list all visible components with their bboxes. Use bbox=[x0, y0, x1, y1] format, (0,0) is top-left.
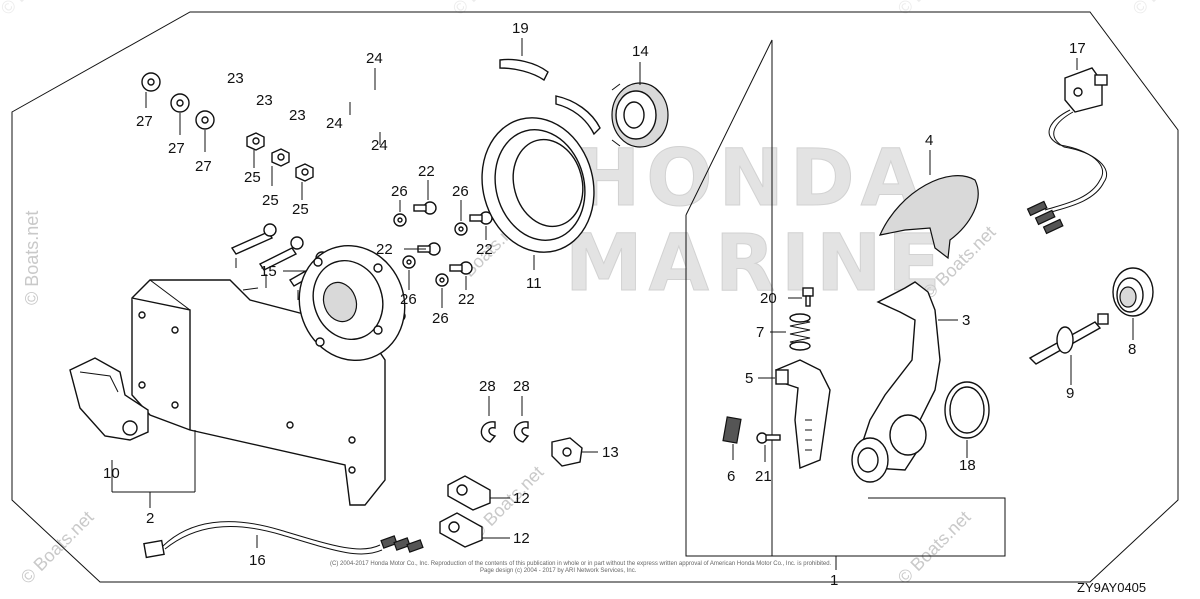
site-watermark-side: © Boats.net bbox=[22, 211, 42, 305]
callout-7: 7 bbox=[756, 324, 764, 341]
part-18-ring bbox=[944, 381, 990, 439]
callout-13: 13 bbox=[602, 444, 619, 461]
honda-marine-watermark: HONDA MARINE bbox=[565, 134, 947, 310]
part-28-clips bbox=[480, 421, 530, 443]
callout-25-c: 25 bbox=[292, 201, 309, 218]
part-12-links bbox=[439, 475, 491, 548]
callout-1: 1 bbox=[830, 572, 838, 589]
site-watermark-top-left: © Boats.net bbox=[0, 0, 78, 19]
callout-25-b: 25 bbox=[262, 192, 279, 209]
part-5-link bbox=[775, 359, 831, 469]
part-21-screw bbox=[756, 432, 781, 444]
callout-26-a: 26 bbox=[391, 183, 408, 200]
callout-26-b: 26 bbox=[452, 183, 469, 200]
callout-5: 5 bbox=[745, 370, 753, 387]
page-design-notice: Page design (c) 2004 - 2017 by ARI Netwo… bbox=[480, 568, 637, 574]
callout-26-c: 26 bbox=[400, 291, 417, 308]
part-9-shaft bbox=[1028, 313, 1109, 365]
callout-27-a: 27 bbox=[136, 113, 153, 130]
callout-6: 6 bbox=[727, 468, 735, 485]
part-17-switch bbox=[1026, 67, 1108, 235]
callout-12-lower: 12 bbox=[513, 530, 530, 547]
callout-2: 2 bbox=[146, 510, 154, 527]
part-10-panel bbox=[69, 357, 149, 441]
callout-23-a: 23 bbox=[227, 70, 244, 87]
callout-28-b: 28 bbox=[513, 378, 530, 395]
brand-watermark-marine: MARINE bbox=[565, 219, 947, 309]
callout-16: 16 bbox=[249, 552, 266, 569]
part-7-spring bbox=[789, 313, 811, 351]
callout-8: 8 bbox=[1128, 341, 1136, 358]
part-15-hub-plate bbox=[298, 244, 406, 362]
callout-24-b: 24 bbox=[326, 115, 343, 132]
callout-3: 3 bbox=[962, 312, 970, 329]
callout-17: 17 bbox=[1069, 40, 1086, 57]
callout-10: 10 bbox=[103, 465, 120, 482]
diagram-code: ZY9AY0405 bbox=[1077, 580, 1146, 595]
part-13-block bbox=[551, 437, 583, 467]
callout-9: 9 bbox=[1066, 385, 1074, 402]
callout-23-c: 23 bbox=[289, 107, 306, 124]
callout-24-c: 24 bbox=[371, 137, 388, 154]
part-25-nuts bbox=[246, 132, 314, 182]
callout-22-d: 22 bbox=[458, 291, 475, 308]
part-3-lever bbox=[851, 281, 941, 483]
part-20-screw bbox=[802, 287, 814, 307]
callout-27-b: 27 bbox=[168, 140, 185, 157]
part-16-harness bbox=[143, 521, 424, 559]
callout-12-upper: 12 bbox=[513, 490, 530, 507]
callout-21: 21 bbox=[755, 468, 772, 485]
callout-14: 14 bbox=[632, 43, 649, 60]
part-27-washers bbox=[141, 72, 215, 130]
part-14-gear bbox=[611, 82, 669, 148]
callout-11: 11 bbox=[526, 275, 542, 292]
part-19-strip bbox=[499, 58, 601, 136]
copyright-notice: (C) 2004-2017 Honda Motor Co., Inc. Repr… bbox=[330, 561, 832, 567]
callout-28-a: 28 bbox=[479, 378, 496, 395]
callout-26-d: 26 bbox=[432, 310, 449, 327]
callout-22-a: 22 bbox=[418, 163, 435, 180]
part-6-pin bbox=[722, 416, 742, 444]
site-watermark-top-center: © Boats.net bbox=[449, 0, 530, 19]
assembly-frame bbox=[11, 11, 1179, 583]
callout-18: 18 bbox=[959, 457, 976, 474]
callout-22-b: 22 bbox=[476, 241, 493, 258]
part-26-washers bbox=[393, 213, 468, 287]
part-8-bushing bbox=[1112, 267, 1154, 317]
part-22-bolts bbox=[413, 201, 493, 275]
part-11-ring bbox=[481, 117, 595, 253]
callout-labels: 1 2 3 4 5 6 7 8 9 10 11 12 12 13 14 15 1… bbox=[103, 20, 1136, 589]
part-4-cover bbox=[878, 175, 979, 260]
site-watermark-bottom-right: © Boats.net bbox=[894, 507, 975, 588]
callout-4: 4 bbox=[925, 132, 933, 149]
site-watermark-top-far-right: © Boats.net bbox=[1129, 0, 1200, 19]
callout-25-a: 25 bbox=[244, 169, 261, 186]
callout-27-c: 27 bbox=[195, 158, 212, 175]
callout-15: 15 bbox=[260, 263, 277, 280]
callout-20: 20 bbox=[760, 290, 777, 307]
site-watermark-bottom-left: © Boats.net bbox=[17, 507, 98, 588]
callout-22-c: 22 bbox=[376, 241, 393, 258]
brand-watermark-honda: HONDA bbox=[575, 134, 927, 224]
callout-24-a: 24 bbox=[366, 50, 383, 67]
callout-19: 19 bbox=[512, 20, 529, 37]
site-watermark-top-right: © Boats.net bbox=[894, 0, 975, 19]
callout-23-b: 23 bbox=[256, 92, 273, 109]
